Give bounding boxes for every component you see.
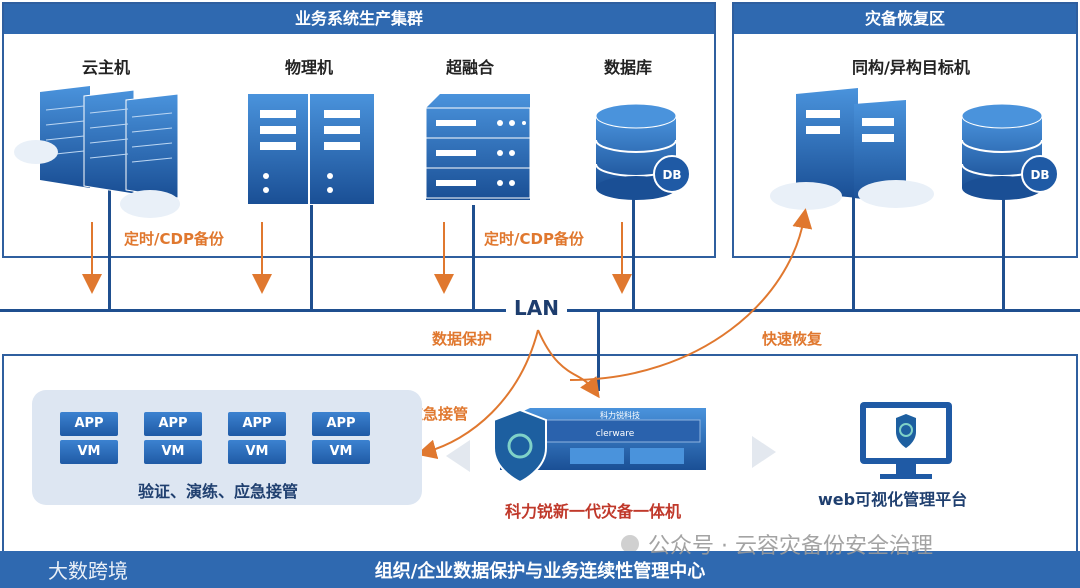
lan-drop-appliance [597, 311, 600, 391]
app-chip-2: APP [144, 412, 202, 436]
backup-label-left: 定时/CDP备份 [124, 230, 224, 248]
cloud-server-rack-icon [14, 86, 180, 218]
backup-label-right: 定时/CDP备份 [484, 230, 584, 248]
app-chip-4: APP [312, 412, 370, 436]
watermark-left: 大数跨境 [48, 559, 128, 583]
lan-label: LAN [506, 296, 567, 320]
lan-drop-dr-target [852, 195, 855, 311]
dr-target-label: 同构/异构目标机 [852, 58, 970, 77]
node-label-hci: 超融合 [446, 58, 495, 77]
watermark-right: 公众号 · 云容灾备份安全治理 [648, 534, 933, 559]
vm-chip-1: VM [60, 440, 118, 464]
dr-target-server-icon [770, 88, 934, 210]
lan-drop-db [632, 195, 635, 311]
dr-database-icon: DB [961, 103, 1059, 200]
flow-label-data-protection: 数据保护 [432, 330, 493, 348]
appliance-name: 科力锐新一代灾备一体机 [505, 502, 682, 521]
bottom-bar: 组织/企业数据保护与业务连续性管理中心 [0, 551, 1080, 588]
vm-chip-3: VM [228, 440, 286, 464]
dr-zone-title: 灾备恢复区 [734, 4, 1076, 34]
flow-arrows [416, 208, 813, 460]
lan-drop-hci [472, 205, 475, 311]
dr-db-badge-text: DB [1030, 168, 1049, 182]
app-chip-1: APP [60, 412, 118, 436]
appliance-brand-cn: 科力锐科技 [600, 410, 640, 420]
appliance-device-icon: 科力锐科技 clerware [493, 408, 706, 484]
bottom-center-title: 组织/企业数据保护与业务连续性管理中心 [374, 561, 706, 582]
vm-chip-4: VM [312, 440, 370, 464]
vm-chip-2: VM [144, 440, 202, 464]
hyperconverged-server-icon [425, 94, 531, 200]
flow-label-emergency-takeover: 应急接管 [408, 405, 469, 423]
flow-label-fast-recovery: 快速恢复 [762, 330, 823, 348]
lan-drop-physical [310, 205, 313, 311]
lan-drop-dr-db [1002, 195, 1005, 311]
verification-caption: 验证、演练、应急接管 [138, 482, 299, 501]
gray-arrows [446, 436, 776, 472]
node-label-cloud-host: 云主机 [82, 58, 131, 77]
web-platform-label: web可视化管理平台 [818, 490, 968, 509]
monitor-icon [860, 402, 952, 479]
appliance-brand-en: clerware [596, 429, 635, 439]
app-chip-3: APP [228, 412, 286, 436]
node-label-database: 数据库 [604, 58, 653, 77]
backup-arrows [82, 222, 632, 294]
production-cluster-title: 业务系统生产集群 [4, 4, 714, 34]
database-icon: DB [595, 103, 691, 200]
lan-drop-cloud [108, 190, 111, 311]
physical-server-icon [248, 94, 374, 204]
node-label-physical: 物理机 [285, 58, 334, 77]
db-badge-text: DB [662, 168, 681, 182]
